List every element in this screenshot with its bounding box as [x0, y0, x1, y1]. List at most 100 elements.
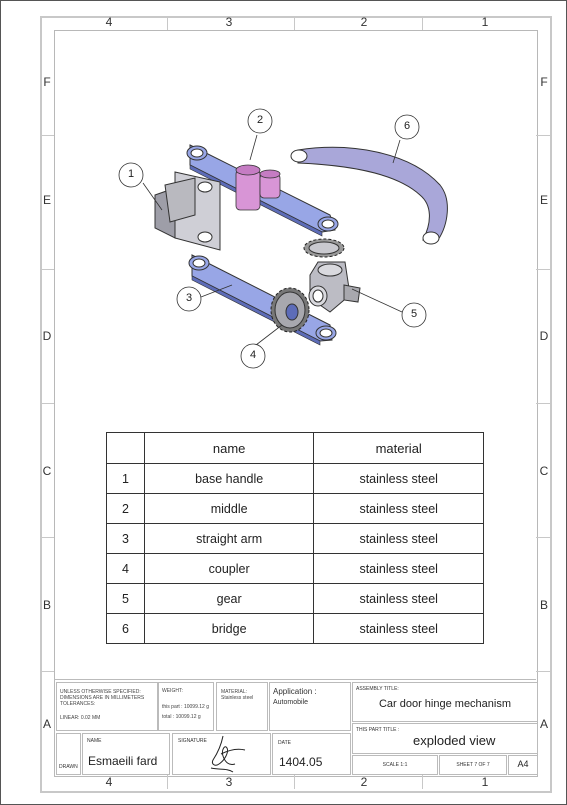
- zone-col-label: 2: [360, 15, 368, 29]
- zone-row-label: F: [540, 75, 548, 89]
- signature-mark: [210, 735, 246, 773]
- part-title: exploded view: [413, 733, 496, 748]
- assembly-title-box: ASSEMBLY TITLE: Car door hinge mechanism: [352, 682, 538, 722]
- zone-tick: [167, 775, 168, 789]
- drawn-box: DRAWN: [56, 733, 81, 775]
- weight-total: total : 10099.12 g: [162, 714, 201, 720]
- base-handle-part: [154, 171, 221, 251]
- zone-tick: [40, 671, 54, 672]
- material-value: Stainless steel: [221, 695, 254, 701]
- signature-label: SIGNATURE: [178, 738, 207, 744]
- date-value: 1404.05: [279, 755, 323, 769]
- name-box: NAME Esmaeili fard: [82, 733, 170, 775]
- callout-1: 1: [127, 168, 135, 180]
- zone-col-label: 1: [481, 15, 489, 29]
- bom-cell-index: 4: [106, 553, 145, 584]
- zone-row-label: D: [42, 329, 52, 343]
- sheet-box: SHEET 7 OF 7: [439, 755, 507, 775]
- zone-tick: [294, 775, 295, 789]
- assembly-title-label: ASSEMBLY TITLE:: [356, 686, 399, 692]
- sheet-value: SHEET 7 OF 7: [456, 762, 490, 768]
- bom-cell-material: stainless steel: [313, 553, 484, 584]
- scale-box: SCALE 1:1: [352, 755, 438, 775]
- zone-tick: [40, 403, 54, 404]
- weight-part: this part : 10099.12 g: [162, 704, 209, 710]
- bom-cell-index: 1: [106, 463, 145, 494]
- zone-tick: [536, 671, 550, 672]
- bom-header-row: name material: [106, 432, 484, 464]
- linear-tolerance: LINEAR: 0.02 MM: [60, 715, 101, 721]
- bom-cell-name: gear: [143, 583, 315, 614]
- bom-header-index: [106, 432, 145, 464]
- bom-row: 2 middle stainless steel: [106, 493, 484, 524]
- zone-row-label: A: [42, 717, 51, 731]
- middle-part: [186, 144, 339, 237]
- zone-tick: [536, 135, 550, 136]
- bom-cell-index: 5: [106, 583, 145, 614]
- zone-row-label: D: [539, 329, 549, 343]
- exploded-view-drawing: [118, 108, 448, 369]
- bom-cell-name: bridge: [143, 613, 315, 644]
- coupler-part: [270, 287, 310, 333]
- size-box: A4: [508, 755, 538, 775]
- bom-row: 5 gear stainless steel: [106, 583, 484, 614]
- bom-cell-material: stainless steel: [313, 463, 484, 494]
- signature-box: SIGNATURE: [172, 733, 271, 775]
- zone-row-label: C: [539, 464, 549, 478]
- zone-border: [40, 16, 552, 793]
- bridge-part: [290, 146, 448, 245]
- zone-tick: [536, 537, 550, 538]
- zone-tick: [40, 537, 54, 538]
- zone-tick: [167, 16, 168, 30]
- name-value: Esmaeili fard: [88, 754, 158, 768]
- part-title-box: THIS PART TITLE : exploded view: [352, 723, 538, 754]
- title-block: [54, 679, 536, 776]
- bom-cell-material: stainless steel: [313, 523, 484, 554]
- tolerance-line: DIMENSIONS ARE IN MILLIMETERS: [60, 695, 145, 701]
- bom-row: 6 bridge stainless steel: [106, 613, 484, 644]
- bom-cell-name: coupler: [143, 553, 315, 584]
- application-value: Automobile: [273, 699, 309, 706]
- part-title-label: THIS PART TITLE :: [356, 727, 400, 733]
- zone-col-label: 2: [360, 775, 368, 789]
- zone-row-label: B: [539, 598, 548, 612]
- application-label: Application :: [273, 687, 317, 696]
- bom-cell-index: 6: [106, 613, 145, 644]
- tolerance-line: TOLERANCES:: [60, 701, 96, 707]
- zone-tick: [536, 403, 550, 404]
- bom-cell-name: straight arm: [143, 523, 315, 554]
- callout-circles: [118, 108, 427, 369]
- bom-row: 1 base handle stainless steel: [106, 463, 484, 494]
- callout-4: 4: [249, 349, 257, 361]
- callout-5: 5: [410, 308, 418, 320]
- weight-box: WEIGHT: this part : 10099.12 g total : 1…: [158, 682, 214, 731]
- zone-col-label: 4: [105, 15, 113, 29]
- size-value: A4: [517, 759, 529, 769]
- tolerance-line: UNLESS OTHERWISE SPECIFIED:: [60, 689, 141, 695]
- application-box: Application : Automobile: [269, 682, 351, 731]
- bom-cell-index: 3: [106, 523, 145, 554]
- bom-cell-index: 2: [106, 493, 145, 524]
- bom-header-material: material: [313, 432, 484, 464]
- bom-cell-name: middle: [143, 493, 315, 524]
- zone-row-label: C: [42, 464, 52, 478]
- bom-header-name: name: [143, 432, 315, 464]
- zone-row-label: E: [42, 193, 51, 207]
- bom-row: 4 coupler stainless steel: [106, 553, 484, 584]
- zone-tick: [294, 16, 295, 30]
- bom-table: name material 1 base handle stainless st…: [106, 432, 484, 644]
- leader-lines: [142, 134, 403, 346]
- zone-tick: [536, 269, 550, 270]
- zone-row-label: B: [42, 598, 51, 612]
- callout-6: 6: [403, 120, 411, 132]
- zone-col-label: 3: [225, 775, 233, 789]
- zone-row-label: E: [539, 193, 548, 207]
- zone-tick: [422, 775, 423, 789]
- zone-col-label: 4: [105, 775, 113, 789]
- callout-3: 3: [185, 292, 193, 304]
- zone-tick: [40, 269, 54, 270]
- bom-cell-material: stainless steel: [313, 613, 484, 644]
- zone-col-label: 1: [481, 775, 489, 789]
- zone-row-label: F: [43, 75, 51, 89]
